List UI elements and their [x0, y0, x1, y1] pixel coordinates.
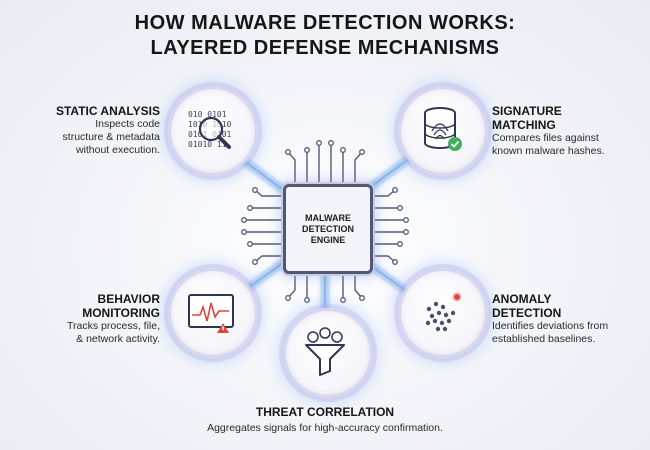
anomaly-detection-label: ANOMALY DETECTION Identifies deviations …: [492, 292, 609, 345]
signature-matching-node: [398, 86, 488, 176]
threat-correlation-label: THREAT CORRELATION Aggregates signals fo…: [207, 405, 443, 434]
trace-pads: [241, 140, 409, 303]
signature-matching-label: SIGNATURE MATCHING Compares files agains…: [492, 104, 605, 157]
behavior-monitoring-node: [168, 268, 258, 358]
static-analysis-label: STATIC ANALYSIS Inspects code structure …: [55, 104, 160, 156]
anomaly-detection-node: [398, 268, 488, 358]
behavior-monitoring-label: BEHAVIOR MONITORING Tracks process, file…: [67, 292, 160, 345]
magnifier-binary-icon: 010 0101 1010 1010 0101 0101 01010 11: [188, 110, 232, 149]
svg-text:010 0101: 010 0101: [188, 110, 227, 119]
detection-engine-chip: MALWARE DETECTION ENGINE: [283, 184, 373, 274]
monitor-alert-icon: [188, 294, 234, 333]
static-analysis-node: 010 0101 1010 1010 0101 0101 01010 11: [168, 86, 258, 176]
threat-correlation-node: [283, 308, 373, 398]
scatter-outlier-icon: [425, 292, 462, 332]
svg-text:01010 11: 01010 11: [188, 140, 227, 149]
database-fingerprint-icon: [424, 107, 462, 151]
page-title: HOW MALWARE DETECTION WORKS: LAYERED DEF…: [134, 12, 516, 59]
funnel-signals-icon: [305, 327, 345, 376]
